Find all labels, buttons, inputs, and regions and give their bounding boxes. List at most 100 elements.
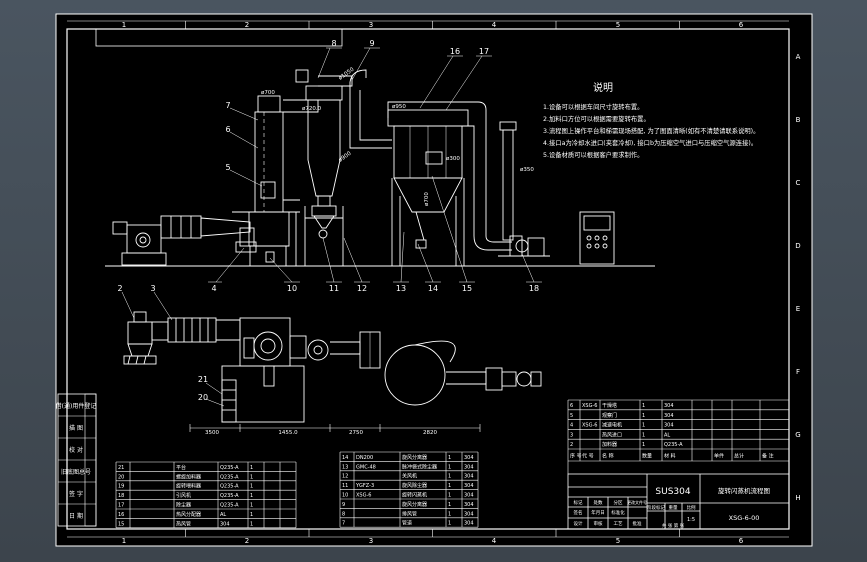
bom-right-cell: 热风进口: [602, 431, 622, 438]
top-zone-number: 6: [739, 21, 744, 29]
bom-mid-cell: 旋风除尘器: [402, 482, 427, 489]
title-block-text: SUS304 旋转闪蒸机流程图 XSG-6-00 标记 处数 分区 更改文件号 …: [574, 486, 771, 529]
bom-mid-cell: 旋转闪蒸机: [402, 492, 427, 499]
balloon-16: 16: [450, 47, 460, 56]
note-5: 5.设备材质可以根据客户要求制作。: [543, 150, 643, 159]
bom-left-cell: Q235-A: [220, 465, 239, 471]
side-zone-letter: H: [795, 494, 800, 502]
balloon-12: 12: [357, 284, 367, 293]
bom-right-cell: 5: [570, 413, 573, 419]
balloon-6: 6: [225, 125, 230, 134]
bom-mid-cell: 11: [342, 483, 348, 489]
front-elevation: [105, 47, 655, 283]
role-process: 工艺: [614, 521, 623, 527]
bom-left-cell: Q235-A: [220, 493, 239, 499]
note-4: 4.接口a为冷却水进口(夹套冷却), 接口b为压缩空气进口与压缩空气源连接)。: [543, 138, 757, 147]
bom-right-cell: 干燥塔: [602, 402, 617, 409]
dim-bottom-2: 2750: [349, 430, 363, 436]
bom-mid-cell: DN200: [356, 455, 373, 461]
side-zone-letter: G: [795, 431, 800, 439]
side-zone-letter: C: [796, 179, 801, 187]
bom-right-cell: 1: [642, 432, 645, 438]
bom-mid-cell: 1: [448, 511, 451, 517]
bom-right-header: 代 号: [582, 453, 594, 460]
bom-right-cell: 加料器: [602, 441, 617, 448]
bom-left-cell: 热风管: [176, 520, 191, 527]
sheet-info: 共 张 第 张: [662, 522, 685, 529]
bom-right-cell: 3: [570, 432, 573, 438]
sign-label-2: 分区: [614, 499, 623, 506]
drawing-name: 旋转闪蒸机流程图: [718, 486, 770, 495]
bottom-zone-number: 6: [739, 537, 744, 545]
balloon-7: 7: [225, 101, 230, 110]
scale-value: 1:5: [687, 517, 695, 523]
sign-label-0: 标记: [574, 499, 583, 506]
bom-left-cell: 1: [250, 465, 253, 471]
bom-mid-cell: 旋风分离器: [402, 454, 427, 461]
notes-title: 说明: [593, 81, 613, 94]
strip-label-4: 签 字: [69, 490, 83, 498]
bom-left-cell: 1: [250, 493, 253, 499]
balloon-8: 8: [331, 39, 336, 48]
dim-elev-7: ø350: [520, 167, 534, 173]
bom-right-header: 总计: [734, 453, 744, 460]
dim-elev-1: ø720.0: [302, 106, 322, 112]
note-2: 2.加料口方位可以根据需要旋转布置。: [543, 114, 650, 123]
bom-mid-cell: 304: [464, 464, 474, 470]
bom-right-cell: XSG-6: [582, 423, 597, 429]
bom-mid-cell: 1: [448, 455, 451, 461]
side-zone-letter: E: [796, 305, 800, 313]
notes-block: 说明 1.设备可以根据车间尺寸旋转布置。 2.加料口方位可以根据需要旋转布置。 …: [543, 81, 759, 159]
balloon-13: 13: [396, 284, 406, 293]
strip-label-0: 借(通)用件登记: [56, 402, 97, 410]
bom-mid-cell: 排风管: [402, 510, 417, 517]
bom-mid-cell: 7: [342, 521, 345, 527]
bom-mid-cell: 管道: [402, 520, 412, 527]
role-design: 设计: [574, 520, 583, 527]
dim-elev-6: ø700: [424, 192, 430, 206]
balloon-5: 5: [225, 163, 230, 172]
bom-mid-cell: 304: [464, 493, 474, 499]
bom-mid-cell: 304: [464, 502, 474, 508]
top-zone-number: 4: [492, 21, 497, 29]
dim-elev-4: ø950: [392, 104, 406, 110]
side-zone-letter: A: [796, 53, 801, 61]
bom-mid-cell: 1: [448, 474, 451, 480]
bom-left-cell: 19: [118, 484, 124, 490]
side-zone-letter: F: [796, 368, 800, 376]
bom-left-cell: 1: [250, 484, 253, 490]
bom-right-header: 备 注: [762, 453, 774, 460]
sign-label-4: 签名: [574, 509, 583, 516]
stage-label: 阶段标记: [647, 504, 665, 511]
bom-mid-cell: 12: [342, 474, 348, 480]
bom-right-cell: 1: [642, 403, 645, 409]
bom-mid-cell: 304: [464, 474, 474, 480]
bom-left-cell: 18: [118, 493, 124, 499]
balloon-3: 3: [150, 284, 155, 293]
note-1: 1.设备可以根据车间尺寸旋转布置。: [543, 102, 643, 111]
material-text: SUS304: [655, 487, 690, 497]
note-3: 3.流程图上操作平台和梯需现场搭配, 为了图面清晰(如有不清楚请联系说明)。: [543, 126, 759, 135]
bom-right-cell: 1: [642, 442, 645, 448]
bom-left-cell: 17: [118, 503, 124, 509]
bottom-zone-number: 3: [369, 537, 373, 545]
bom-left-cell: 螺旋加料器: [176, 473, 201, 480]
dim-bottom-3: 2820: [423, 430, 437, 436]
balloon-4: 4: [211, 284, 216, 293]
bom-left-cell: 15: [118, 521, 124, 527]
bom-right-cell: 1: [642, 413, 645, 419]
bom-left-cell: 引风机: [176, 492, 191, 499]
bom-mid-cell: 1: [448, 521, 451, 527]
bom-right-cell: 1: [642, 423, 645, 429]
bom-mid-cell: 304: [464, 521, 474, 527]
bom-right-cell: 观察门: [602, 412, 617, 419]
role-review: 审核: [594, 520, 603, 527]
bom-mid-cell: 1: [448, 464, 451, 470]
strip-label-1: 描 图: [69, 424, 83, 432]
bom-mid-cell: 304: [464, 483, 474, 489]
weight-label: 重量: [669, 504, 678, 511]
side-zone-letter: B: [796, 116, 801, 124]
balloon-20: 20: [198, 393, 208, 402]
